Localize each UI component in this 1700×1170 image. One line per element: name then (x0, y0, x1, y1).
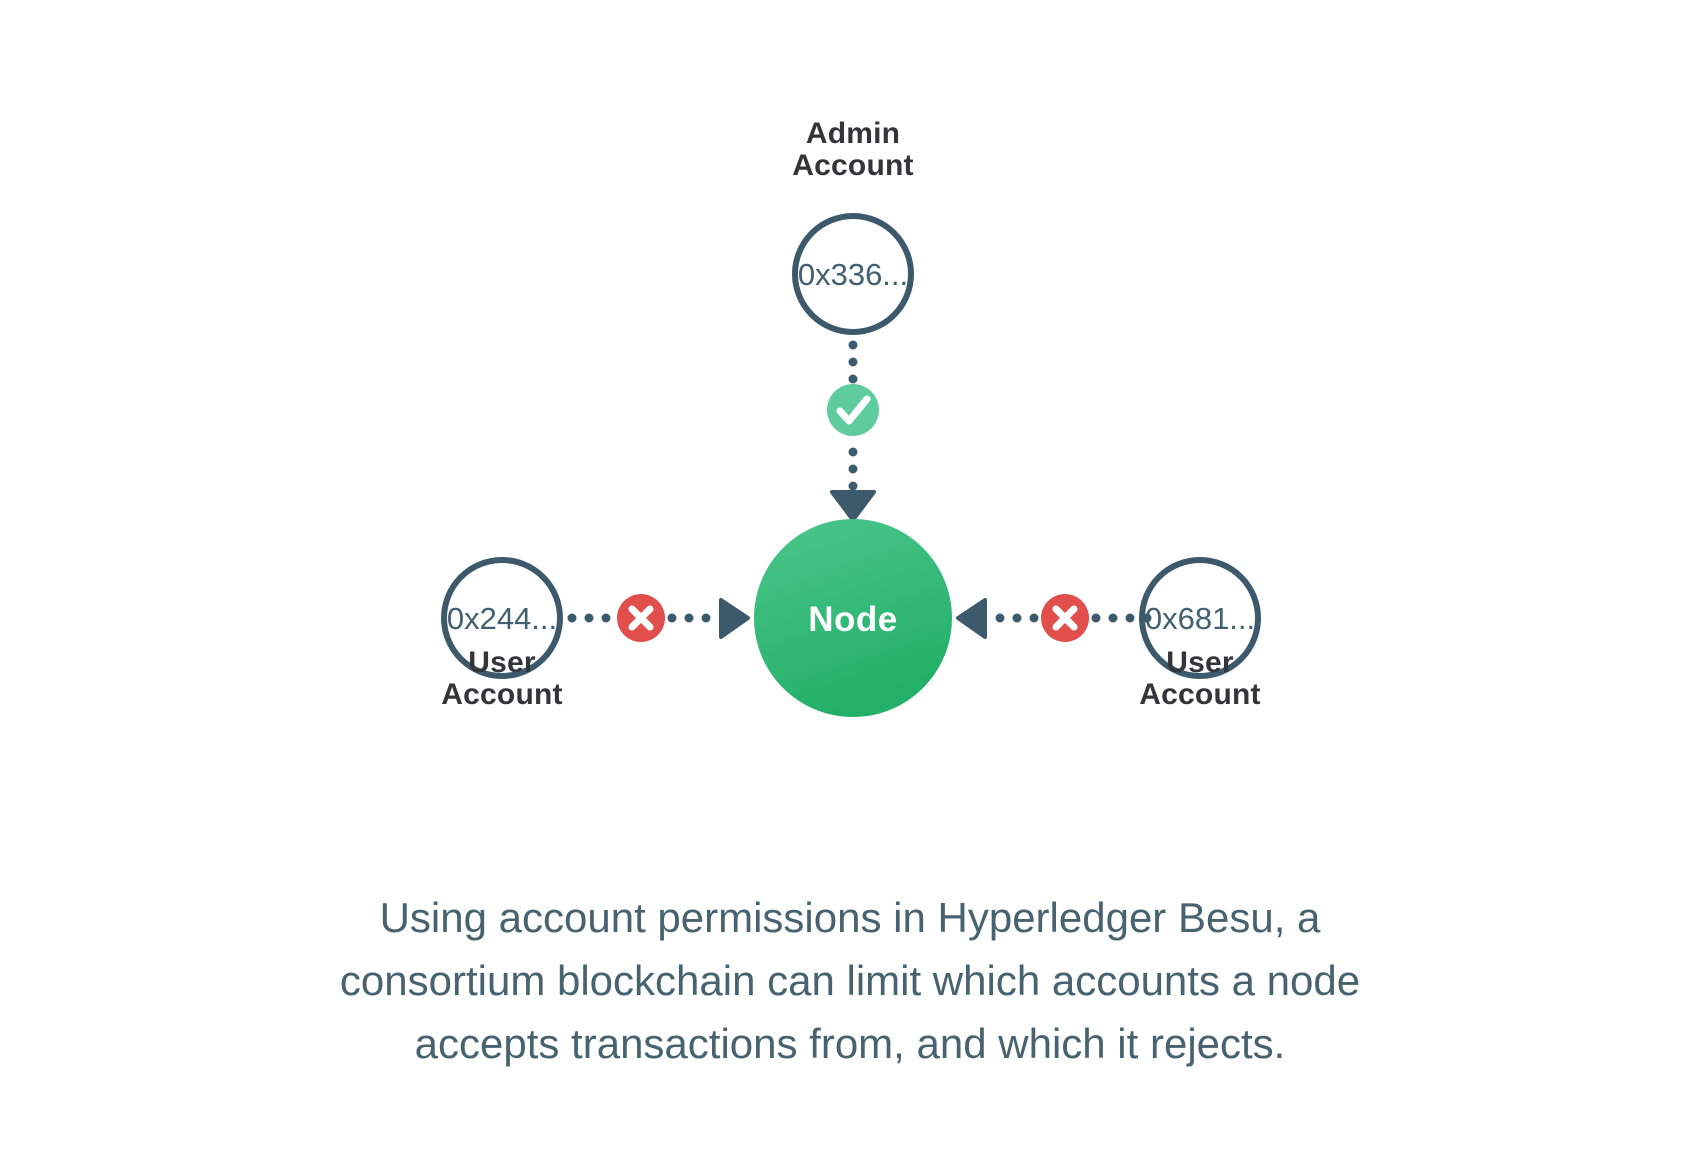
user-account-left-label-line1: User (468, 646, 536, 679)
check-badge-circle (827, 384, 879, 436)
rejected-badge-left[interactable] (617, 594, 665, 642)
connector-dot (1091, 613, 1101, 623)
connector-dot (848, 481, 858, 491)
allowed-badge[interactable] (827, 384, 879, 436)
arrowhead-left-icon (956, 598, 987, 639)
admin-account-label-line1: Admin (806, 117, 900, 150)
connector-dot (848, 464, 858, 474)
connector-dot (848, 374, 858, 384)
caption-line-1: Using account permissions in Hyperledger… (380, 894, 1321, 941)
user-account-right-group[interactable]: 0x681... User Account (1139, 557, 1261, 711)
connector-dot (1012, 613, 1022, 623)
admin-account-address: 0x336... (798, 257, 908, 292)
admin-to-node-connector (827, 340, 879, 522)
admin-account-label-line2: Account (792, 149, 913, 182)
user-account-left-group[interactable]: 0x244... User Account (441, 557, 563, 711)
node-label: Node (808, 600, 898, 639)
connector-dot (1125, 613, 1135, 623)
caption-line-2: consortium blockchain can limit which ac… (340, 957, 1360, 1004)
user-account-left-address: 0x244... (447, 601, 557, 636)
connector-dot (701, 613, 711, 623)
user-account-right-circle[interactable] (1139, 557, 1261, 679)
node-group[interactable]: Node (754, 519, 952, 717)
right-user-to-node-connector (956, 594, 1152, 642)
user-account-right-label-line1: User (1166, 646, 1234, 679)
admin-account-circle[interactable] (792, 213, 914, 335)
connector-dot (848, 357, 858, 367)
arrowhead-down-icon (830, 490, 876, 522)
x-icon (1052, 605, 1078, 631)
connector-dot (1108, 613, 1118, 623)
connector-dot (601, 613, 611, 623)
connector-dot (667, 613, 677, 623)
connector-dot (584, 613, 594, 623)
arrowhead-right-icon (719, 598, 750, 639)
user-account-right-address: 0x681... (1145, 601, 1255, 636)
rejected-badge-right[interactable] (1041, 594, 1089, 642)
connector-dot (848, 447, 858, 457)
connector-dot (684, 613, 694, 623)
connector-dot (848, 340, 858, 350)
user-account-left-label-line2: Account (441, 678, 562, 711)
connector-dot (995, 613, 1005, 623)
connector-dot (1142, 613, 1152, 623)
user-account-right-label-line2: Account (1139, 678, 1260, 711)
node-circle[interactable] (754, 519, 952, 717)
check-icon (836, 395, 871, 425)
admin-account-group[interactable]: Admin Account 0x336... (792, 117, 914, 335)
caption: Using account permissions in Hyperledger… (340, 894, 1360, 1067)
x-icon (628, 605, 654, 631)
connector-dot (1029, 613, 1039, 623)
caption-line-3: accepts transactions from, and which it … (415, 1020, 1286, 1067)
left-user-to-node-connector (567, 594, 750, 642)
user-account-left-circle[interactable] (441, 557, 563, 679)
connector-dot (567, 613, 577, 623)
